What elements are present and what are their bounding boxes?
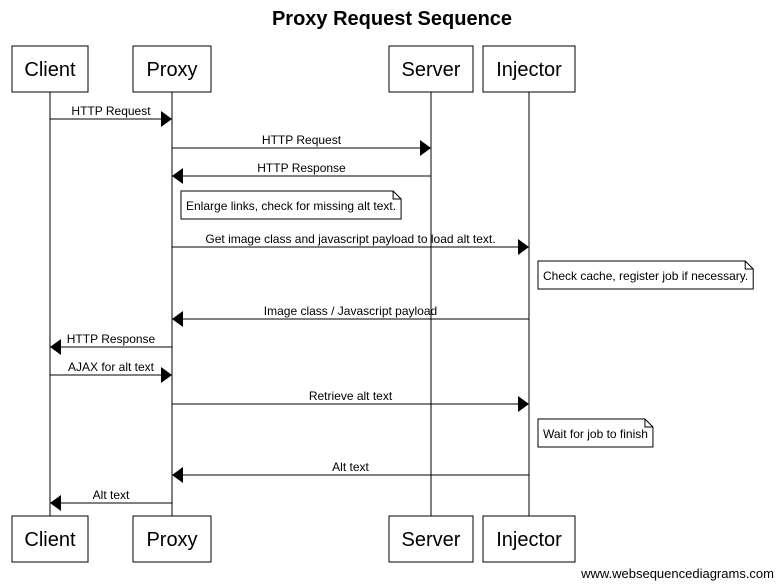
message-arrow: Alt text bbox=[50, 488, 172, 511]
message-label: Image class / Javascript payload bbox=[264, 304, 437, 318]
message-label: Alt text bbox=[93, 488, 130, 502]
participant-box-server-top: Server bbox=[388, 45, 474, 93]
arrowhead bbox=[161, 111, 172, 127]
participant-box-injector-top: Injector bbox=[482, 45, 576, 93]
note-frame bbox=[537, 418, 654, 448]
participant-label: Proxy bbox=[146, 529, 197, 551]
participant-box-frame bbox=[132, 515, 212, 563]
arrowhead bbox=[172, 168, 183, 184]
message-label: Get image class and javascript payload t… bbox=[205, 232, 495, 246]
participant-box-client-bottom: Client bbox=[11, 515, 89, 563]
arrowhead bbox=[172, 311, 183, 327]
arrowhead bbox=[50, 495, 61, 511]
participant-label: Server bbox=[402, 529, 461, 551]
message-arrow: HTTP Response bbox=[50, 332, 172, 355]
note-fold bbox=[392, 191, 402, 200]
arrowhead bbox=[420, 140, 431, 156]
note-text: Wait for job to finish bbox=[543, 427, 648, 441]
participant-box-server-bottom: Server bbox=[388, 515, 474, 563]
message-arrow: AJAX for alt text bbox=[50, 360, 172, 383]
arrowhead bbox=[50, 339, 61, 355]
note-text: Enlarge links, check for missing alt tex… bbox=[186, 199, 396, 213]
message-arrow: Image class / Javascript payload bbox=[172, 304, 529, 327]
note-fold bbox=[644, 419, 653, 428]
arrowhead bbox=[518, 396, 529, 412]
arrowhead bbox=[518, 239, 529, 255]
message-label: HTTP Request bbox=[71, 104, 151, 118]
message-label: AJAX for alt text bbox=[68, 360, 155, 374]
arrowhead bbox=[161, 367, 172, 383]
message-arrow: Get image class and javascript payload t… bbox=[172, 232, 529, 255]
participant-label: Proxy bbox=[146, 59, 197, 81]
diagram-title: Proxy Request Sequence bbox=[271, 8, 513, 30]
message-arrow: Alt text bbox=[172, 460, 529, 483]
participant-box-proxy-bottom: Proxy bbox=[132, 515, 212, 563]
participant-box-frame bbox=[132, 45, 212, 93]
note: Check cache, register job if necessary. bbox=[537, 260, 754, 290]
participant-box-frame bbox=[388, 515, 474, 563]
participant-label: Client bbox=[24, 529, 76, 551]
participant-box-injector-bottom: Injector bbox=[482, 515, 576, 563]
message-label: HTTP Response bbox=[67, 332, 156, 346]
note: Enlarge links, check for missing alt tex… bbox=[180, 190, 402, 220]
message-label: HTTP Response bbox=[257, 161, 346, 175]
message-arrow: HTTP Response bbox=[172, 161, 431, 184]
participant-label: Server bbox=[402, 59, 461, 81]
note-fold bbox=[744, 261, 754, 270]
message-label: Alt text bbox=[332, 460, 369, 474]
participant-box-frame bbox=[482, 45, 576, 93]
participant-label: Injector bbox=[496, 59, 562, 81]
participant-box-client-top: Client bbox=[11, 45, 89, 93]
participant-box-frame bbox=[11, 515, 89, 563]
participant-label: Injector bbox=[496, 529, 562, 551]
message-label: HTTP Request bbox=[262, 133, 342, 147]
participant-box-proxy-top: Proxy bbox=[132, 45, 212, 93]
participant-box-frame bbox=[11, 45, 89, 93]
participant-label: Client bbox=[24, 59, 76, 81]
watermark: www.websequencediagrams.com bbox=[581, 566, 774, 581]
participant-box-frame bbox=[388, 45, 474, 93]
message-arrow: HTTP Request bbox=[50, 104, 172, 127]
message-arrow: Retrieve alt text bbox=[172, 389, 529, 412]
note: Wait for job to finish bbox=[537, 418, 654, 448]
note-text: Check cache, register job if necessary. bbox=[543, 269, 748, 283]
note-frame bbox=[537, 260, 754, 290]
message-arrow: HTTP Request bbox=[172, 133, 431, 156]
participant-box-frame bbox=[482, 515, 576, 563]
arrowhead bbox=[172, 467, 183, 483]
note-frame bbox=[180, 190, 402, 220]
message-label: Retrieve alt text bbox=[309, 389, 393, 403]
